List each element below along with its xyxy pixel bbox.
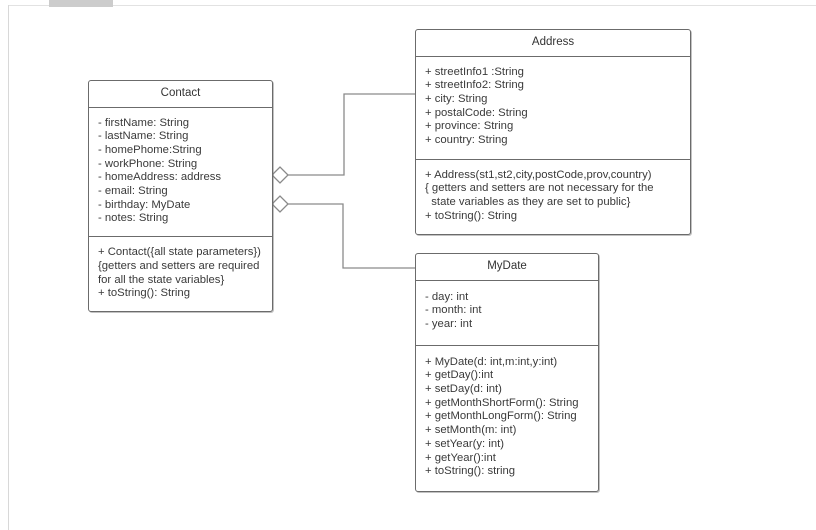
operation-row: + MyDate(d: int,m:int,y:int) <box>425 355 558 368</box>
class-name-contact: Contact <box>160 87 201 99</box>
attribute-row: - workPhone: String <box>98 157 198 170</box>
class-divider <box>416 344 598 346</box>
attribute-row: + country: String <box>425 134 508 147</box>
operations-compartment-address: + Address(st1,st2,city,postCode,prov,cou… <box>416 160 690 234</box>
operation-row: + Contact({all state parameters}) <box>98 246 261 259</box>
class-divider <box>416 279 598 281</box>
selection-tab-handle[interactable] <box>49 0 113 7</box>
canvas-left-rule <box>8 5 9 530</box>
attribute-row: - day: int <box>425 290 469 303</box>
connector-contact-to-address[interactable] <box>288 93 415 176</box>
attribute-row: - notes: String <box>98 212 169 225</box>
attribute-row: - homeAddress: address <box>98 171 222 184</box>
operation-row: + toString(): String <box>98 287 190 300</box>
operations-compartment-mydate: + MyDate(d: int,m:int,y:int) + getDay():… <box>416 346 598 491</box>
attribute-row: + streetInfo1 :String <box>425 65 524 78</box>
operation-row: + toString(): string <box>425 465 516 478</box>
attribute-row: - firstName: String <box>98 116 190 129</box>
uml-class-address[interactable]: Address + streetInfo1 :String + streetIn… <box>415 29 691 235</box>
attribute-row: - birthday: MyDate <box>98 198 191 211</box>
class-name-mydate: MyDate <box>487 260 527 272</box>
attribute-row: + streetInfo2: String <box>425 79 524 92</box>
class-divider <box>416 55 690 57</box>
operation-row: for all the state variables} <box>98 273 225 286</box>
class-name-address: Address <box>531 36 575 48</box>
attribute-row: - homePhome:String <box>98 143 202 156</box>
operation-row: + Address(st1,st2,city,postCode,prov,cou… <box>425 168 652 181</box>
aggregation-diamond-mydate[interactable] <box>271 195 289 213</box>
operation-row: state variables as they are set to publi… <box>425 196 631 209</box>
aggregation-diamond-address[interactable] <box>271 166 289 184</box>
operation-row: + getYear():int <box>425 451 496 464</box>
attribute-row: - month: int <box>425 304 482 317</box>
operation-row: + setYear(y: int) <box>425 437 505 450</box>
operations-compartment-contact: + Contact({all state parameters}) {gette… <box>89 237 272 311</box>
operation-row: + getMonthShortForm(): String <box>425 396 579 409</box>
attribute-row: - lastName: String <box>98 130 189 143</box>
operation-row: + getDay():int <box>425 369 494 382</box>
attributes-compartment-address: + streetInfo1 :String + streetInfo2: Str… <box>416 57 690 159</box>
operation-row: + setDay(d: int) <box>425 383 502 396</box>
attribute-row: + province: String <box>425 120 514 133</box>
class-divider <box>416 158 690 160</box>
attribute-row: - year: int <box>425 317 473 330</box>
operation-row: { getters and setters are not necessary … <box>425 182 654 195</box>
canvas-top-rule <box>8 5 816 6</box>
operation-row: + toString(): String <box>425 209 517 222</box>
operation-row: {getters and setters are required <box>98 259 260 272</box>
attribute-row: + city: String <box>425 92 488 105</box>
uml-class-contact[interactable]: Contact - firstName: String - lastName: … <box>88 80 273 312</box>
uml-class-mydate[interactable]: MyDate - day: int - month: int - year: i… <box>415 253 599 492</box>
connector-contact-to-mydate[interactable] <box>288 203 415 269</box>
attribute-row: + postalCode: String <box>425 106 528 119</box>
attribute-row: - email: String <box>98 185 168 198</box>
class-divider <box>89 236 272 238</box>
attributes-compartment-contact: - firstName: String - lastName: String -… <box>89 108 272 237</box>
operation-row: + getMonthLongForm(): String <box>425 410 577 423</box>
attributes-compartment-mydate: - day: int - month: int - year: int <box>416 281 598 345</box>
operation-row: + setMonth(m: int) <box>425 424 517 437</box>
class-divider <box>89 106 272 108</box>
